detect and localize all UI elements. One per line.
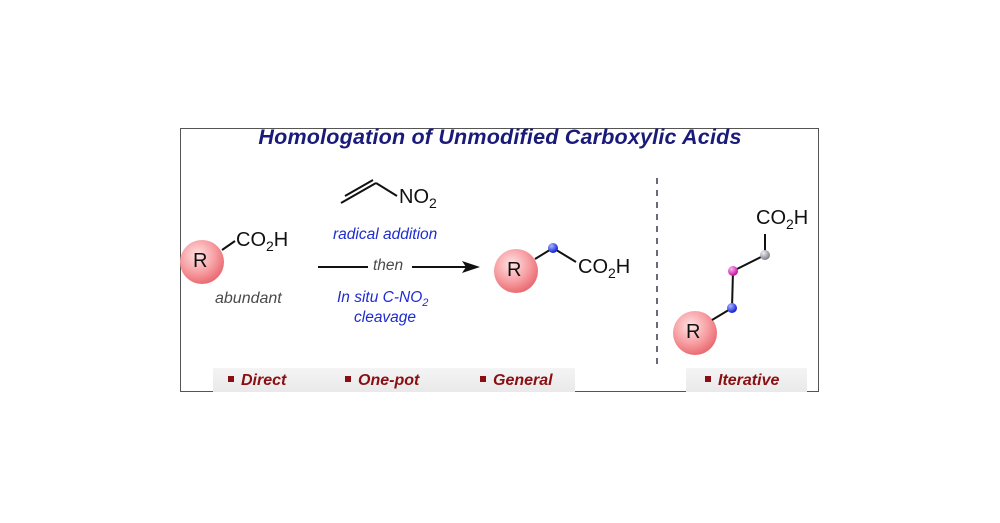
bond-iter-2: [731, 270, 734, 309]
cno-sub: 2: [422, 297, 429, 310]
condition-cleavage-line2: cleavage: [354, 309, 417, 326]
feature-label: Iterative: [718, 372, 780, 389]
bullet-icon: [480, 376, 486, 382]
cooh-start: CO2H: [236, 229, 288, 254]
cooh-h: H: [273, 229, 289, 251]
feature-general: General: [480, 372, 553, 390]
bullet-icon: [345, 376, 351, 382]
cooh-h: H: [793, 207, 809, 229]
feature-direct: Direct: [228, 372, 286, 390]
feature-label: Direct: [241, 372, 287, 389]
r-label-product: R: [507, 259, 522, 281]
r-label-start: R: [193, 250, 208, 272]
condition-radical-addition: radical addition: [333, 226, 438, 243]
features-bar: [213, 368, 575, 392]
r-sphere-product: [494, 249, 538, 293]
node-magenta-iterative: [728, 266, 738, 276]
figure-title: Homologation of Unmodified Carboxylic Ac…: [258, 125, 742, 149]
cooh-co: CO: [578, 256, 608, 278]
bond-start: [221, 240, 236, 251]
cooh-sub: 2: [608, 265, 616, 281]
cooh-product: CO2H: [578, 256, 630, 281]
feature-label: General: [493, 372, 553, 389]
bullet-icon: [228, 376, 234, 382]
cooh-sub: 2: [266, 238, 274, 254]
r-label-iterative: R: [686, 321, 701, 343]
r-sphere-start: [180, 240, 224, 284]
abundant-caption: abundant: [215, 290, 282, 307]
cooh-iterative: CO2H: [756, 207, 808, 232]
reaction-arrow: [318, 261, 480, 273]
feature-iterative: Iterative: [705, 372, 779, 390]
node-gray-iterative: [760, 250, 770, 260]
cooh-co: CO: [756, 207, 786, 229]
node-blue-product: [548, 243, 558, 253]
condition-then: then: [373, 257, 404, 274]
nitro-label: NO2: [399, 186, 437, 211]
nitro-no: NO: [399, 186, 429, 208]
bullet-icon: [705, 376, 711, 382]
nitroethylene-structure: [340, 179, 398, 204]
nitro-sub: 2: [429, 195, 437, 211]
feature-label: One-pot: [358, 372, 420, 389]
r-sphere-iterative: [673, 311, 717, 355]
feature-one-pot: One-pot: [345, 372, 419, 390]
condition-cleavage-line1: In situ C-NO2: [337, 289, 428, 309]
cooh-co: CO: [236, 229, 266, 251]
cno-text: In situ C-NO: [337, 289, 423, 306]
node-blue-iterative: [727, 303, 737, 313]
cooh-sub: 2: [786, 216, 794, 232]
bond-iter-3: [732, 254, 766, 272]
cooh-h: H: [615, 256, 631, 278]
